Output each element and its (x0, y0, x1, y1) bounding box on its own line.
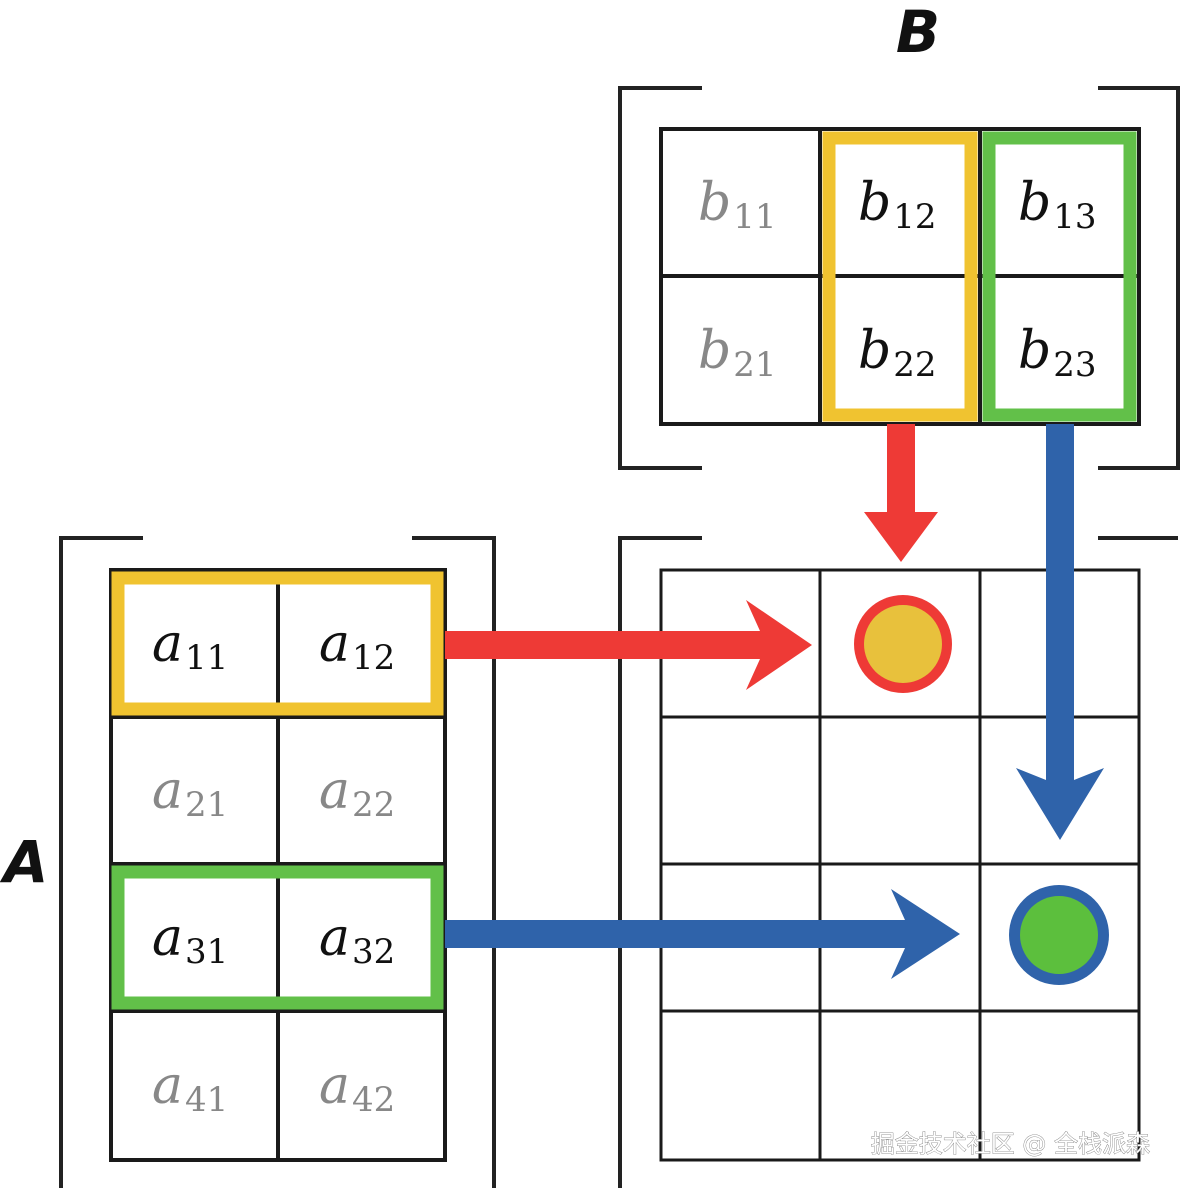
b-column-3-highlight (982, 131, 1137, 422)
a-cell-12-subscript: 12 (352, 638, 395, 678)
a-cell-21: a21 (152, 761, 228, 825)
a-cell-31-subscript: 31 (185, 932, 228, 972)
matrix-b-grid (659, 127, 1141, 426)
a-cell-12: a12 (319, 614, 395, 678)
b-cell-23-base: b (1018, 321, 1051, 381)
result-c33-marker (1009, 885, 1109, 985)
a-cell-12-base: a (319, 614, 350, 674)
b-cell-21-subscript: 21 (733, 345, 776, 385)
b-cell-12-base: b (858, 173, 891, 233)
matrix-b-brackets (618, 86, 1180, 470)
a-cell-32-subscript: 32 (352, 932, 395, 972)
matrix-b-label: B (896, 0, 940, 66)
red-arrow-right (445, 600, 812, 690)
b-cell-23: b23 (1018, 321, 1097, 385)
a-cell-32: a32 (319, 908, 395, 972)
blue-arrow-down (1016, 424, 1104, 840)
a-row-1-highlight (111, 571, 444, 716)
b-cell-22: b22 (858, 321, 937, 385)
watermark-text: 掘金技术社区 @ 全栈派森 (871, 1130, 1150, 1158)
b-cell-12: b12 (858, 173, 937, 237)
a-cell-21-subscript: 21 (185, 785, 228, 825)
a-cell-22: a22 (319, 761, 395, 825)
a-row-3-highlight (111, 865, 444, 1010)
a-cell-41-base: a (152, 1056, 183, 1116)
red-arrow-down (864, 424, 938, 562)
matrix-c-brackets (618, 536, 1178, 1188)
a-cell-21-base: a (152, 761, 183, 821)
b-cell-13-base: b (1018, 173, 1051, 233)
b-cell-21: b21 (698, 321, 777, 385)
a-cell-41: a41 (152, 1056, 228, 1120)
b-cell-13-subscript: 13 (1053, 197, 1096, 237)
a-cell-11-base: a (152, 614, 183, 674)
a-cell-42-subscript: 42 (352, 1080, 395, 1120)
blue-arrow-right (445, 889, 960, 979)
red-arrows (445, 424, 938, 690)
b-cell-23-subscript: 23 (1053, 345, 1096, 385)
a-cell-22-subscript: 22 (352, 785, 395, 825)
b-cell-22-subscript: 22 (893, 345, 936, 385)
a-cell-11: a11 (152, 614, 228, 678)
b-cell-12-subscript: 12 (893, 197, 936, 237)
a-cell-31-base: a (152, 908, 183, 968)
matrix-a-grid (109, 568, 447, 1162)
blue-arrows (445, 424, 1104, 979)
b-cell-11-subscript: 11 (733, 197, 776, 237)
a-cell-42-base: a (319, 1056, 350, 1116)
a-cell-22-base: a (319, 761, 350, 821)
a-cell-42: a42 (319, 1056, 395, 1120)
a-cell-11-subscript: 11 (185, 638, 228, 678)
b-column-2-highlight (822, 131, 978, 422)
matrix-a-brackets (59, 536, 496, 1188)
b-cell-21-base: b (698, 321, 731, 381)
a-cell-32-base: a (319, 908, 350, 968)
matrix-a-label: A (0, 828, 48, 896)
b-cell-11-base: b (698, 173, 731, 233)
b-cell-22-base: b (858, 321, 891, 381)
a-cell-41-subscript: 41 (185, 1080, 228, 1120)
b-cell-11: b11 (698, 173, 777, 237)
b-cell-13: b13 (1018, 173, 1097, 237)
a-cell-31: a31 (152, 908, 228, 972)
result-c12-marker (854, 595, 952, 693)
